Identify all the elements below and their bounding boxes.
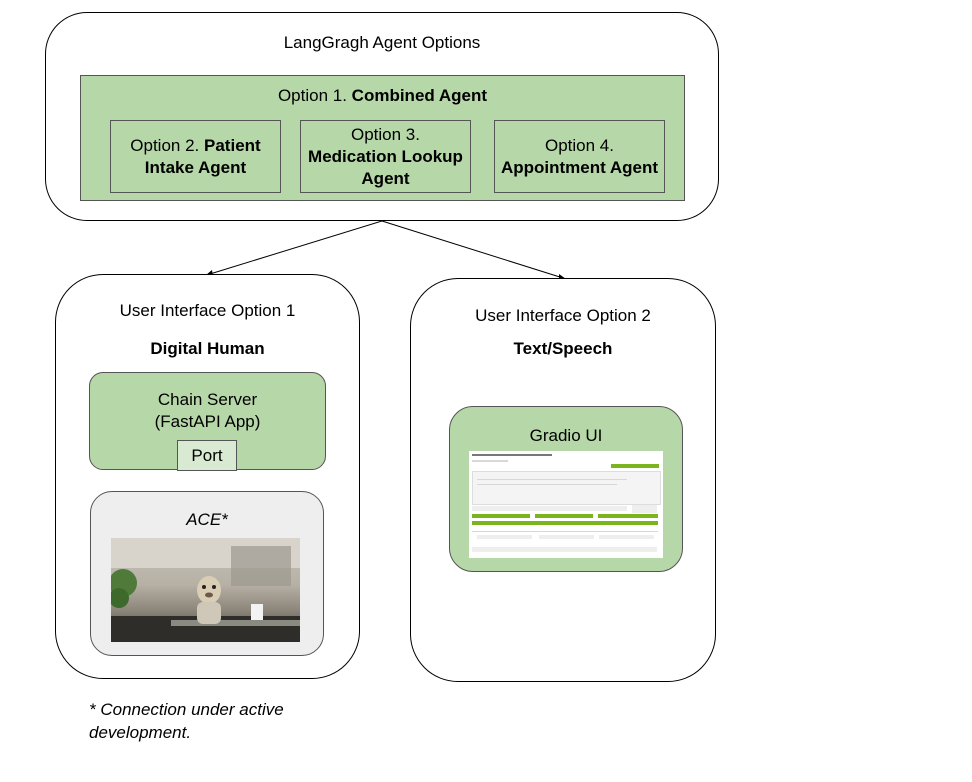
option2-name: Patient Intake Agent [144,135,261,177]
appointment-agent-box: Option 4. Appointment Agent [494,120,665,193]
digital-human-avatar-image [111,538,300,642]
agent-options-title: LangGragh Agent Options [283,33,481,52]
avatar-scene-icon [111,538,300,642]
gradio-ui-label: Gradio UI [529,426,603,445]
port-label: Port [191,446,223,465]
port-box: Port [177,440,237,471]
option4-name: Appointment Agent [500,157,659,177]
option2-prefix: Option 2. [130,135,200,155]
footnote: * Connection under active development. [89,700,284,742]
chain-server-label: Chain Server (FastAPI App) [154,390,261,431]
option3-prefix: Option 3. [351,124,420,144]
patient-intake-agent-box: Option 2. Patient Intake Agent [110,120,281,193]
option3-name: Medication Lookup Agent [308,146,463,188]
combined-agent-name: Combined Agent [351,86,488,105]
medication-lookup-agent-box: Option 3. Medication Lookup Agent [300,120,471,193]
gradio-screenshot-thumbnail [469,451,663,558]
combined-agent-label: Option 1. Combined Agent [81,86,684,106]
ui-option-2-title: User Interface Option 2 [475,306,651,325]
ui-option-1-title: User Interface Option 1 [119,301,296,320]
option4-prefix: Option 4. [544,135,614,155]
ui-option-2-subtitle: Text/Speech [513,339,613,358]
combined-agent-prefix: Option 1. [277,86,347,105]
ace-label: ACE* [186,510,228,529]
ui-option-1-subtitle: Digital Human [150,339,265,358]
